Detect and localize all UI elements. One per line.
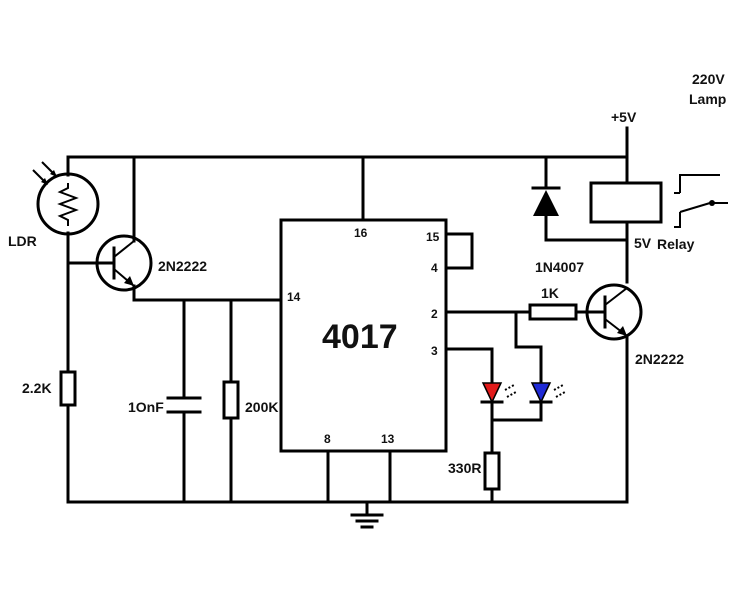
- diode-label: 1N4007: [535, 259, 584, 275]
- r-2k2-label: 2.2K: [22, 380, 52, 396]
- resistor-1k: [528, 303, 578, 321]
- q1-label: 2N2222: [158, 258, 207, 274]
- supply-label: +5V: [611, 109, 637, 125]
- ic-pin-labels: 16 15 4 14 2 3 8 13: [287, 226, 440, 446]
- relay-label: Relay: [657, 236, 695, 252]
- ic-4017: [279, 218, 448, 453]
- pin-13-label: 13: [381, 432, 395, 446]
- capacitor-10nf: [166, 396, 202, 414]
- led-red: [480, 382, 517, 404]
- relay-voltage-label: 5V: [634, 235, 652, 251]
- lamp-label-line1: 220V: [692, 71, 725, 87]
- relay-coil: [589, 181, 663, 224]
- diode-1n4007: [531, 186, 561, 216]
- relay-switch: [674, 174, 728, 228]
- pin-15-label: 15: [426, 230, 440, 244]
- pin-3-label: 3: [431, 344, 438, 358]
- ldr-symbol: [32, 161, 100, 236]
- labels: LDR 2N2222 2.2K 1OnF 200K 4017 1N4007 1K…: [8, 71, 726, 476]
- c-10nf-label: 1OnF: [128, 399, 164, 415]
- ground-symbol: [350, 513, 384, 529]
- r-200k-label: 200K: [245, 399, 278, 415]
- lamp-label-line2: Lamp: [689, 91, 726, 107]
- resistor-330r: [483, 451, 501, 491]
- transistor-q2: [585, 283, 643, 341]
- pin-4-label: 4: [431, 261, 438, 275]
- pin-2-label: 2: [431, 307, 438, 321]
- pin-14-label: 14: [287, 290, 301, 304]
- resistor-200k: [222, 380, 240, 420]
- ic-label: 4017: [322, 318, 398, 356]
- q2-label: 2N2222: [635, 351, 684, 367]
- r-330r-label: 330R: [448, 460, 481, 476]
- pin-16-label: 16: [354, 226, 368, 240]
- resistor-2k2: [59, 370, 77, 407]
- ldr-label: LDR: [8, 233, 37, 249]
- transistor-q1: [95, 234, 153, 292]
- wires: [66, 126, 629, 516]
- pin-8-label: 8: [324, 432, 331, 446]
- r-1k-label: 1K: [541, 285, 559, 301]
- led-blue: [529, 382, 566, 404]
